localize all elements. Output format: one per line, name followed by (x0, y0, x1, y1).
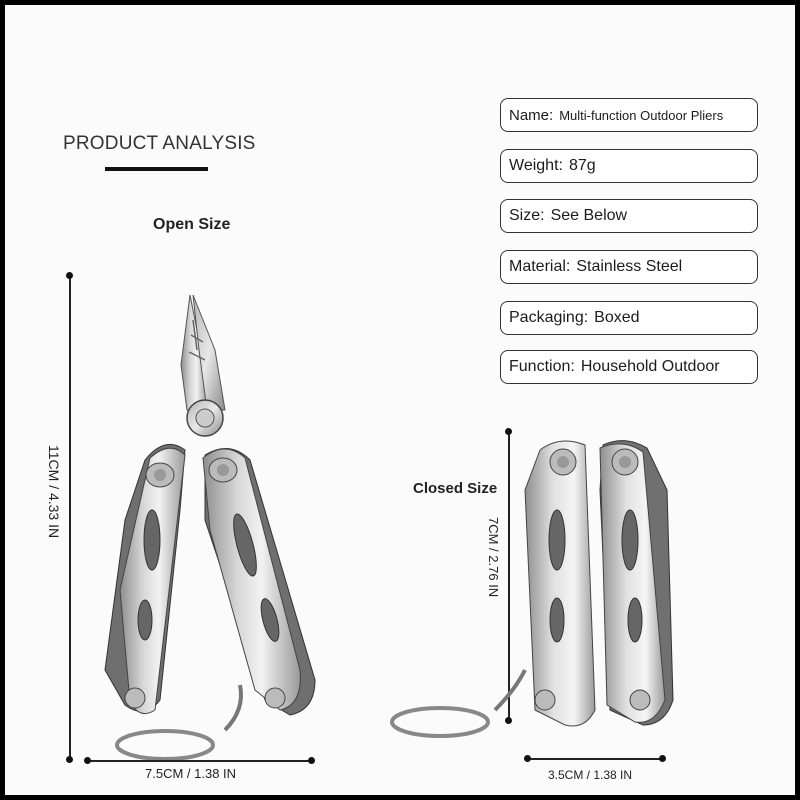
open-height-dot-top (66, 272, 73, 279)
spec-weight-box: Weight: 87g (500, 149, 758, 183)
closed-width-text: 3.5CM / 1.38 IN (548, 768, 633, 782)
spec-packaging-value: Boxed (594, 309, 640, 326)
spec-weight-value: 87g (568, 157, 596, 174)
spec-size-key: Size: (509, 207, 545, 224)
spec-function-value: Household Outdoor (580, 358, 720, 375)
open-size-label: Open Size (153, 216, 231, 233)
spec-function-box: Function: Household Outdoor (500, 350, 758, 384)
open-height-line (69, 275, 71, 761)
product-analysis-heading: PRODUCT ANALYSIS (63, 133, 256, 154)
open-pliers-illustration (104, 294, 316, 760)
spec-name-box: Name: Multi-function Outdoor Pliers (500, 98, 758, 132)
heading-underline (105, 167, 208, 171)
spec-function-key: Function: (509, 358, 575, 375)
open-width-line (87, 760, 312, 762)
spec-material-value: Stainless Steel (576, 258, 683, 275)
product-image-canvas: PRODUCT ANALYSIS Open Size Closed Size N… (5, 5, 795, 795)
open-width-dot-left (84, 757, 91, 764)
spec-name-value: Multi-function Outdoor Pliers (559, 107, 724, 123)
open-height-text: 11CM / 4.33 IN (46, 445, 62, 539)
open-height-dot-bottom (66, 756, 73, 763)
open-width-dot-right (308, 757, 315, 764)
closed-width-line (527, 758, 663, 760)
spec-material-box: Material: Stainless Steel (500, 250, 758, 284)
closed-height-line (508, 431, 510, 721)
spec-name-key: Name: (509, 106, 554, 124)
spec-material-key: Material: (509, 258, 571, 275)
spec-packaging-key: Packaging: (509, 309, 589, 326)
spec-weight-key: Weight: (509, 157, 563, 174)
spec-packaging-box: Packaging: Boxed (500, 301, 758, 335)
closed-size-label: Closed Size (413, 480, 498, 497)
closed-width-dot-right (659, 755, 666, 762)
closed-pliers-illustration (390, 440, 674, 738)
spec-size-value: See Below (550, 207, 628, 224)
closed-height-dot-top (505, 428, 512, 435)
closed-width-dot-left (524, 755, 531, 762)
open-width-text: 7.5CM / 1.38 IN (145, 766, 237, 781)
spec-size-box: Size: See Below (500, 199, 758, 233)
closed-height-dot-bottom (505, 717, 512, 724)
